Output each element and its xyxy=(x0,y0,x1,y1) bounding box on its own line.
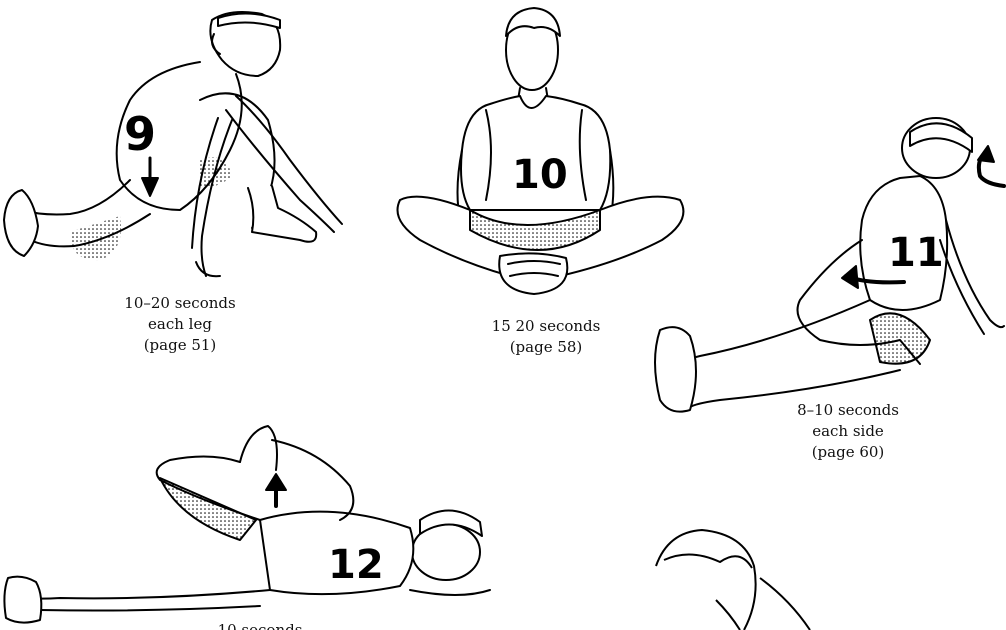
exercise-9-page: (page 51) xyxy=(143,336,217,354)
exercise-11-caption: 8–10 seconds each side (page 60) xyxy=(768,400,928,463)
figure-10-butterfly xyxy=(396,7,685,295)
exercise-10-number: 10 xyxy=(512,152,568,198)
exercise-9-caption: 10–20 seconds each leg (page 51) xyxy=(100,293,260,356)
exercise-9-duration: 10–20 seconds xyxy=(124,294,236,312)
exercise-10-caption: 15 20 seconds (page 58) xyxy=(466,316,626,358)
exercise-11-note: each side xyxy=(812,422,884,440)
exercise-9-note: each leg xyxy=(148,315,212,333)
exercise-11-duration: 8–10 seconds xyxy=(797,401,899,419)
exercise-12-caption: 10 seconds xyxy=(190,620,330,630)
exercise-10-duration: 15 20 seconds xyxy=(491,317,601,335)
figure-13-partial xyxy=(655,529,811,630)
figure-12-side-quad xyxy=(3,425,491,624)
exercise-11-number: 11 xyxy=(888,230,944,276)
figure-9-kneeling-lunge xyxy=(3,11,343,278)
exercise-12-duration: 10 seconds xyxy=(217,621,303,630)
figure-11-seated-twist xyxy=(654,117,1006,413)
exercise-9-number: 9 xyxy=(124,107,156,161)
exercise-11-page: (page 60) xyxy=(811,443,885,461)
exercise-12-number: 12 xyxy=(328,542,384,588)
exercise-10-page: (page 58) xyxy=(509,338,583,356)
